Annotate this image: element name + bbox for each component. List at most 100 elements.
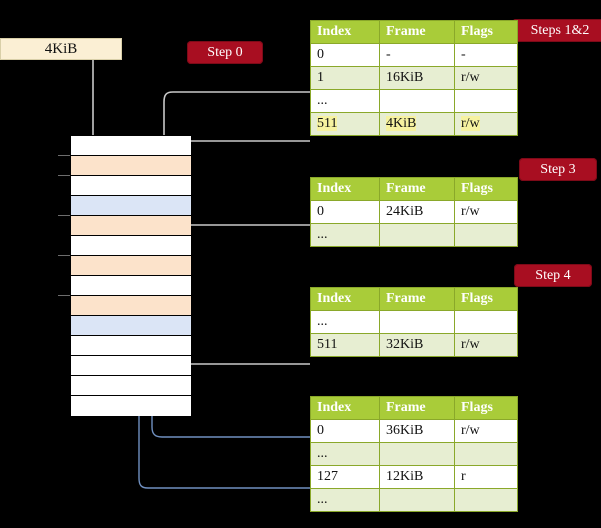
- table-cell: r/w: [454, 66, 518, 90]
- memory-frame-row: [71, 176, 191, 196]
- column-header-flags: Flags: [454, 20, 518, 44]
- highlighted-value: 511: [317, 116, 338, 131]
- memory-row-tick: [58, 215, 70, 216]
- highlighted-value: 4KiB: [386, 116, 417, 131]
- table-cell: 32KiB: [379, 333, 455, 357]
- badge-steps-1-2-label: Steps 1&2: [530, 22, 590, 38]
- memory-frame-row: [71, 156, 191, 176]
- physical-memory-column: [70, 135, 191, 416]
- table-cell: 0: [310, 43, 380, 67]
- memory-frame-row: [71, 316, 191, 336]
- badge-step-0: Step 0: [187, 41, 263, 64]
- table-cell: -: [379, 43, 455, 67]
- column-header-frame: Frame: [379, 177, 455, 201]
- table-cell: [379, 442, 455, 466]
- table-cell: [454, 442, 518, 466]
- memory-frame-row: [71, 336, 191, 356]
- table-row: ...: [310, 89, 518, 113]
- table-cell: 1: [310, 66, 380, 90]
- table-cell: ...: [310, 310, 380, 334]
- table-cell: 4KiB: [379, 112, 455, 136]
- memory-frame-row: [71, 136, 191, 156]
- memory-row-tick: [58, 155, 70, 156]
- table-cell: r: [454, 465, 518, 489]
- table-cell: 511: [310, 333, 380, 357]
- table-cell: 24KiB: [379, 200, 455, 224]
- table-cell: r/w: [454, 200, 518, 224]
- table-cell: r/w: [454, 112, 518, 136]
- memory-frame-row: [71, 376, 191, 396]
- table-cell: [379, 310, 455, 334]
- table-cell: [454, 310, 518, 334]
- table-cell: 0: [310, 200, 380, 224]
- wire-l4-table-to-frame: [163, 91, 310, 152]
- badge-step-3-label: Step 3: [540, 161, 576, 177]
- virtual-address-box: 4KiB: [0, 38, 122, 60]
- memory-frame-row: [71, 196, 191, 216]
- table-row: ...: [310, 223, 518, 247]
- virtual-address-label: 4KiB: [44, 40, 78, 57]
- column-header-index: Index: [310, 20, 380, 44]
- table-cell: ...: [310, 488, 380, 512]
- memory-frame-row: [71, 236, 191, 256]
- memory-row-tick: [58, 255, 70, 256]
- column-header-index: Index: [310, 396, 380, 420]
- table-cell: 0: [310, 419, 380, 443]
- table-cell: [379, 89, 455, 113]
- column-header-frame: Frame: [379, 287, 455, 311]
- column-header-index: Index: [310, 177, 380, 201]
- memory-frame-row: [71, 356, 191, 376]
- table-cell: [454, 488, 518, 512]
- table-cell: r/w: [454, 333, 518, 357]
- table-cell: [454, 223, 518, 247]
- table-cell: ...: [310, 223, 380, 247]
- table-cell: 511: [310, 112, 380, 136]
- table-cell: [379, 488, 455, 512]
- badge-step-4-label: Step 4: [535, 267, 571, 283]
- table-cell: ...: [310, 442, 380, 466]
- table-cell: 16KiB: [379, 66, 455, 90]
- column-header-flags: Flags: [454, 287, 518, 311]
- badge-step-4: Step 4: [514, 264, 592, 287]
- highlighted-value: r/w: [461, 116, 480, 131]
- table-row: ...: [310, 310, 518, 334]
- column-header-flags: Flags: [454, 396, 518, 420]
- badge-step-3: Step 3: [519, 158, 597, 181]
- column-header-index: Index: [310, 287, 380, 311]
- table-cell: ...: [310, 89, 380, 113]
- wire-l1-row127-to-frame: [132, 204, 310, 489]
- table-cell: 36KiB: [379, 419, 455, 443]
- table-row: 511 4KiB r/w: [310, 112, 518, 136]
- memory-row-tick: [58, 295, 70, 296]
- badge-steps-1-2: Steps 1&2: [512, 19, 601, 42]
- badge-step-0-label: Step 0: [207, 44, 243, 60]
- wire-l1-row0-to-frame: [145, 334, 310, 438]
- table-cell: 127: [310, 465, 380, 489]
- table-cell: [379, 223, 455, 247]
- table-cell: r/w: [454, 419, 518, 443]
- wire-l3-table-to-frame: [175, 224, 310, 262]
- column-header-flags: Flags: [454, 177, 518, 201]
- table-cell: [454, 89, 518, 113]
- column-header-frame: Frame: [379, 396, 455, 420]
- memory-frame-row: [71, 396, 191, 416]
- table-row: 0--: [310, 43, 518, 67]
- memory-row-tick: [58, 175, 70, 176]
- table-cell: -: [454, 43, 518, 67]
- memory-frame-row: [71, 296, 191, 316]
- memory-frame-row: [71, 276, 191, 296]
- memory-frame-row: [71, 216, 191, 236]
- memory-frame-row: [71, 256, 191, 276]
- table-cell: 12KiB: [379, 465, 455, 489]
- column-header-frame: Frame: [379, 20, 455, 44]
- table-row: ...: [310, 442, 518, 466]
